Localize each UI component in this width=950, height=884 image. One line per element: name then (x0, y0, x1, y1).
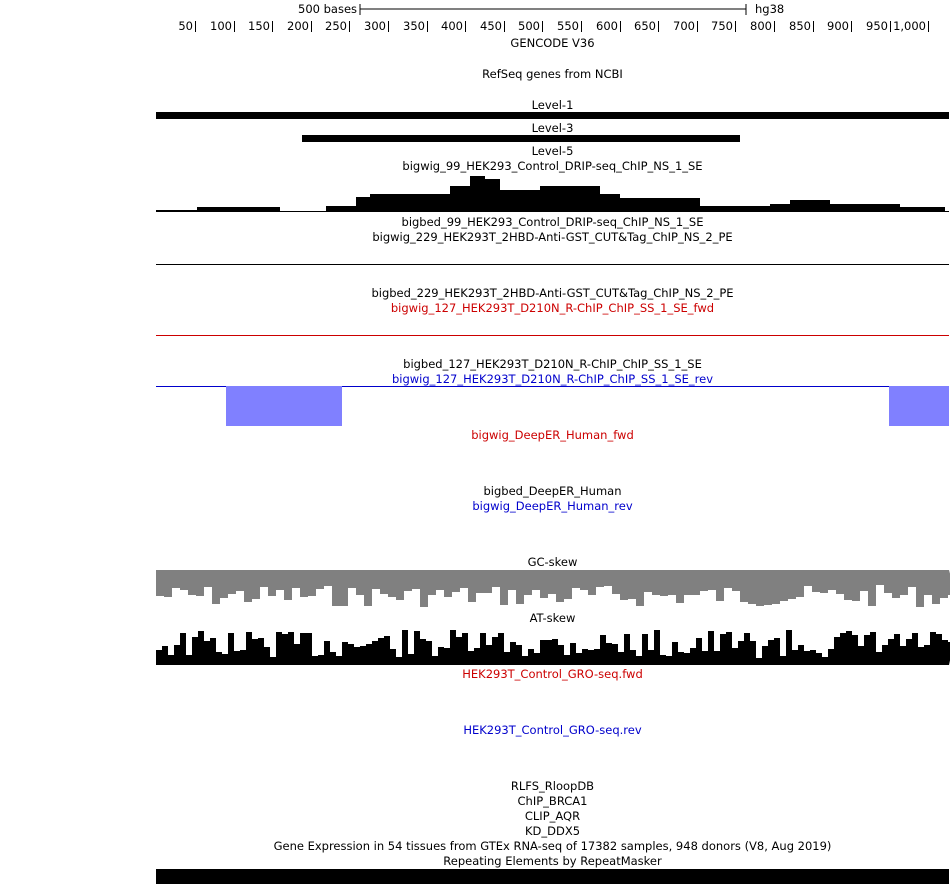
track-label-gtex[interactable]: Gene Expression in 54 tissues from GTEx … (273, 839, 832, 853)
ruler-tick-label: 300 (364, 19, 386, 33)
track-label-gc-skew[interactable]: GC-skew (527, 555, 578, 569)
track-label-bigwig-127-rev[interactable]: bigwig_127_HEK293T_D210N_R-ChIP_ChIP_SS_… (391, 372, 714, 386)
assembly-label: hg38 (755, 2, 785, 16)
track-label-rlfs[interactable]: RLFS_RloopDB (510, 779, 595, 793)
ruler-tick-label: 550 (557, 19, 579, 33)
track-label-level3[interactable]: Level-3 (531, 121, 574, 135)
track-label-gro-rev[interactable]: HEK293T_Control_GRO-seq.rev (463, 723, 642, 737)
track-label-brca1[interactable]: ChIP_BRCA1 (517, 794, 588, 808)
ruler-tick-label: 400 (441, 19, 463, 33)
track-label-bigbed-127[interactable]: bigbed_127_HEK293T_D210N_R-ChIP_ChIP_SS_… (403, 357, 702, 371)
ruler-tick (427, 21, 428, 32)
ruler-tick-label: 950 (866, 19, 888, 33)
track-label-refseq[interactable]: RefSeq genes from NCBI (482, 67, 623, 81)
ruler-tick (620, 21, 621, 32)
bigbed-feature-block[interactable] (226, 386, 342, 426)
ruler-tick-label: 1,000 (893, 19, 926, 33)
scale-bar-label: 500 bases (298, 2, 358, 16)
ruler-tick (311, 21, 312, 32)
track-label-bigwig-127-fwd[interactable]: bigwig_127_HEK293T_D210N_R-ChIP_ChIP_SS_… (390, 301, 715, 315)
ruler-tick (890, 21, 891, 32)
ruler-tick (581, 21, 582, 32)
ruler-tick-label: 850 (789, 19, 811, 33)
track-label-deeper-rev[interactable]: bigwig_DeepER_Human_rev (472, 499, 633, 513)
ruler-tick (195, 21, 196, 32)
track-label-bigwig-229[interactable]: bigwig_229_HEK293T_2HBD-Anti-GST_CUT&Tag… (372, 230, 733, 244)
ruler-tick-label: 500 (518, 19, 540, 33)
ruler-tick-label: 700 (673, 19, 695, 33)
track-label-gro-fwd[interactable]: HEK293T_Control_GRO-seq.fwd (462, 667, 643, 681)
ruler-tick (774, 21, 775, 32)
track-label-repeatmasker[interactable]: Repeating Elements by RepeatMasker (443, 854, 662, 868)
ruler-tick-label: 750 (711, 19, 733, 33)
ruler-tick-label: 450 (480, 19, 502, 33)
ruler-tick (928, 21, 929, 32)
ruler-tick (851, 21, 852, 32)
ruler-tick (813, 21, 814, 32)
repeatmasker-bar[interactable] (156, 869, 949, 884)
ruler-tick (504, 21, 505, 32)
ruler-tick (234, 21, 235, 32)
ruler-tick-label: 800 (750, 19, 772, 33)
drip-seq-signal[interactable] (156, 176, 949, 212)
ruler-tick-label: 900 (827, 19, 849, 33)
track-label-at-skew[interactable]: AT-skew (529, 611, 576, 625)
track-label-level5[interactable]: Level-5 (531, 144, 574, 158)
at-skew-signal[interactable] (156, 630, 950, 665)
level1-block[interactable] (156, 112, 949, 119)
track-label-aqr[interactable]: CLIP_AQR (524, 809, 581, 823)
ruler-tick-label: 200 (287, 19, 309, 33)
track-label-gencode[interactable]: GENCODE V36 (510, 36, 595, 50)
ruler-tick (735, 21, 736, 32)
ruler-tick (658, 21, 659, 32)
ruler-tick (465, 21, 466, 32)
track-label-deeper-bed[interactable]: bigbed_DeepER_Human (483, 484, 622, 498)
track-label-bigwig-99[interactable]: bigwig_99_HEK293_Control_DRIP-seq_ChIP_N… (402, 159, 703, 173)
gc-skew-signal[interactable] (156, 570, 950, 607)
ruler-tick-label: 50 (178, 19, 193, 33)
ruler-tick (388, 21, 389, 32)
bigbed-feature-block[interactable] (889, 386, 949, 426)
ruler-tick-label: 150 (248, 19, 270, 33)
ruler-tick (697, 21, 698, 32)
track-label-deeper-fwd[interactable]: bigwig_DeepER_Human_fwd (471, 428, 634, 442)
track-label-bigbed-99[interactable]: bigbed_99_HEK293_Control_DRIP-seq_ChIP_N… (401, 215, 704, 229)
ruler-tick-label: 600 (596, 19, 618, 33)
ruler-tick-label: 650 (634, 19, 656, 33)
ruler-tick-label: 100 (210, 19, 232, 33)
ruler-tick (542, 21, 543, 32)
track-label-ddx5[interactable]: KD_DDX5 (524, 824, 581, 838)
level3-block[interactable] (302, 135, 740, 142)
track-label-level1[interactable]: Level-1 (531, 98, 574, 112)
ruler-tick (272, 21, 273, 32)
track-label-bigbed-229[interactable]: bigbed_229_HEK293T_2HBD-Anti-GST_CUT&Tag… (371, 286, 734, 300)
ruler-tick-label: 350 (403, 19, 425, 33)
ruler-tick-label: 250 (325, 19, 347, 33)
ruler-tick (349, 21, 350, 32)
